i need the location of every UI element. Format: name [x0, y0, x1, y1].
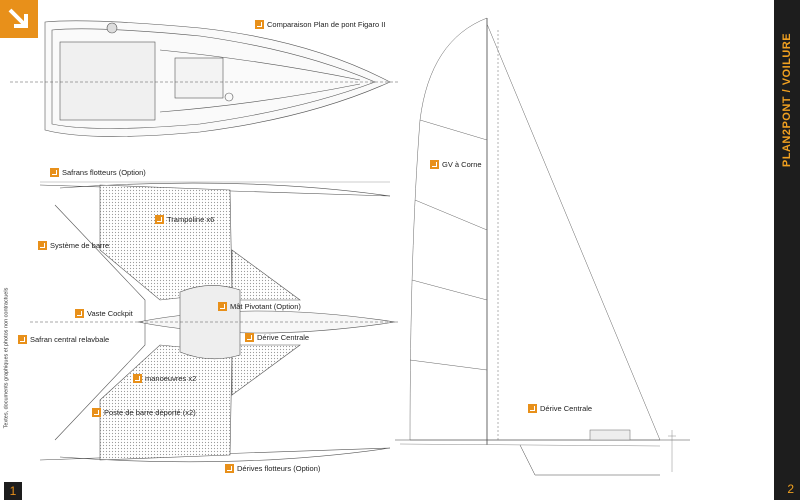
page-number-right: 2 [787, 482, 794, 496]
page-number-left: 1 [4, 482, 22, 500]
side-bar [774, 0, 800, 500]
arrow-marker-icon [528, 404, 537, 413]
label-centre-board-right: Dérive Centrale [528, 404, 592, 413]
label-centre-board: Dérive Centrale [245, 333, 309, 342]
label-winches: manoeuvres x2 [133, 374, 196, 383]
trimaran-plan-drawing [30, 181, 398, 463]
label-steering: Système de barre [38, 241, 109, 250]
disclaimer-text: Textes, documents graphiques et photos n… [3, 287, 10, 429]
label-trampoline: Trampoline x6 [155, 215, 214, 224]
arrow-marker-icon [245, 333, 254, 342]
arrow-marker-icon [50, 168, 59, 177]
label-deck-compare: Comparaison Plan de pont Figaro II [255, 20, 385, 29]
arrow-marker-icon [218, 302, 227, 311]
arrow-marker-icon [225, 464, 234, 473]
arrow-marker-icon [430, 160, 439, 169]
arrow-marker-icon [92, 408, 101, 417]
label-rudders-float: Safrans flotteurs (Option) [50, 168, 146, 177]
arrow-logo-icon [0, 0, 38, 38]
label-helm-remote: Poste de barre déporté (x2) [92, 408, 196, 417]
sail-plan-drawing [395, 17, 690, 476]
label-rudder-central: Safran central relavbale [18, 335, 109, 344]
label-mast: Mât Pivotant (Option) [218, 302, 301, 311]
label-cockpit: Vaste Cockpit [75, 309, 133, 318]
arrow-marker-icon [133, 374, 142, 383]
side-title: PLAN2PONT / VOILURE [781, 32, 793, 168]
label-mainsail: GV à Corne [430, 160, 482, 169]
arrow-marker-icon [155, 215, 164, 224]
label-float-boards: Dérives flotteurs (Option) [225, 464, 320, 473]
deck-plan-drawing [10, 20, 400, 137]
arrow-marker-icon [255, 20, 264, 29]
arrow-marker-icon [75, 309, 84, 318]
arrow-marker-icon [18, 335, 27, 344]
arrow-marker-icon [38, 241, 47, 250]
